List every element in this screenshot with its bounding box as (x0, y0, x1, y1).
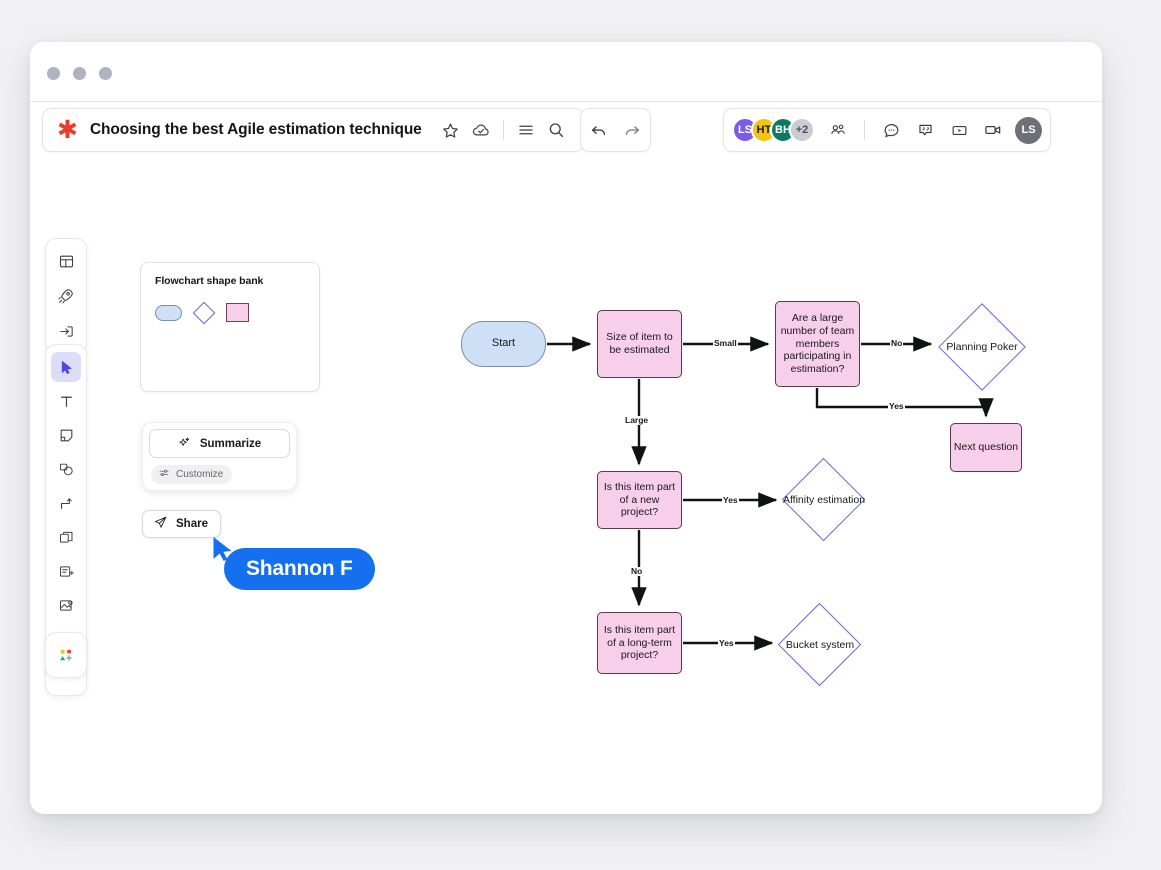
present-icon[interactable] (944, 115, 974, 145)
apps-widgets-icon[interactable] (51, 640, 81, 670)
cloud-check-icon[interactable] (466, 115, 496, 145)
flow-node-start[interactable]: Start (461, 321, 546, 367)
templates-icon[interactable] (51, 246, 81, 276)
avatar-overflow-count[interactable]: +2 (789, 117, 815, 143)
redo-icon[interactable] (618, 115, 648, 145)
undo-icon[interactable] (583, 115, 613, 145)
node-label: Bucket system (785, 638, 855, 651)
toolbar-group-top (45, 238, 87, 354)
node-label: Affinity estimation (782, 493, 866, 506)
current-user-avatar[interactable]: LS (1015, 116, 1042, 144)
flowchart-shape-bank[interactable]: Flowchart shape bank (140, 262, 320, 392)
flow-node-size[interactable]: Size of item to be estimated (597, 310, 682, 378)
customize-label: Customize (176, 469, 224, 480)
flow-node-planning-poker[interactable]: Planning Poker (938, 303, 1026, 391)
ai-actions-card: Summarize Customize (142, 422, 297, 491)
toolbar-divider (502, 120, 504, 140)
window-controls[interactable] (47, 67, 112, 80)
node-label: Is this item part of a long-term project… (603, 623, 676, 662)
search-icon[interactable] (541, 115, 571, 145)
summarize-button[interactable]: Summarize (149, 429, 290, 458)
share-button[interactable]: Share (142, 510, 221, 538)
cursor-select-icon[interactable] (51, 352, 81, 382)
video-camera-icon[interactable] (978, 115, 1008, 145)
collaboration-toolbar: LS HT BH +2 (723, 108, 1051, 152)
edge-label-small: Small (713, 338, 738, 348)
avatar-stack[interactable]: LS HT BH +2 (732, 117, 815, 143)
flow-node-team[interactable]: Are a large number of team members parti… (775, 301, 860, 387)
customize-button[interactable]: Customize (151, 465, 233, 484)
star-icon[interactable] (436, 115, 466, 145)
toolbar-group-apps (45, 632, 87, 678)
flow-node-long-term-project[interactable]: Is this item part of a long-term project… (597, 612, 682, 674)
node-label: Are a large number of team members parti… (780, 312, 855, 376)
sliders-icon (158, 467, 170, 482)
edge-label-no-2: No (630, 566, 644, 576)
collab-cursor-label: Shannon F (224, 548, 375, 590)
minimize-button[interactable] (73, 67, 86, 80)
edge-label-yes-3: Yes (718, 638, 735, 648)
node-label: Planning Poker (946, 340, 1018, 353)
people-group-icon[interactable] (823, 115, 853, 145)
flow-node-bucket-system[interactable]: Bucket system (777, 602, 862, 687)
node-label: Next question (953, 441, 1019, 454)
flow-node-new-project[interactable]: Is this item part of a new project? (597, 471, 682, 529)
reactions-icon[interactable] (910, 115, 940, 145)
edge-label-yes-2: Yes (722, 495, 739, 505)
import-icon[interactable] (51, 316, 81, 346)
shape-bank-shapes (155, 301, 305, 324)
shapes-icon[interactable] (51, 454, 81, 484)
document-toolbar: ✱ Choosing the best Agile estimation tec… (42, 108, 584, 152)
paper-plane-icon (153, 515, 168, 533)
share-label: Share (176, 518, 208, 530)
flow-node-next-question[interactable]: Next question (950, 423, 1022, 472)
sticky-note-icon[interactable] (51, 420, 81, 450)
toolbar-divider (864, 120, 865, 140)
node-label: Size of item to be estimated (606, 331, 673, 356)
edge-label-no-1: No (890, 338, 904, 348)
history-toolbar (580, 108, 651, 152)
summarize-label: Summarize (199, 437, 262, 450)
collab-cursor-pointer-icon (205, 532, 239, 571)
ai-sparkle-icon (178, 436, 191, 452)
node-label: Is this item part of a new project? (603, 480, 676, 519)
shape-bank-title: Flowchart shape bank (155, 275, 264, 287)
flow-node-affinity-estimation[interactable]: Affinity estimation (781, 457, 866, 542)
image-upload-icon[interactable] (51, 590, 81, 620)
menu-icon[interactable] (511, 115, 541, 145)
window-titlebar (30, 42, 1102, 102)
rounded-pill-shape[interactable] (155, 304, 182, 321)
close-button[interactable] (47, 67, 60, 80)
edge-label-large: Large (624, 415, 650, 425)
frame-icon[interactable] (51, 522, 81, 552)
asterisk-logo-icon[interactable]: ✱ (57, 114, 78, 144)
rectangle-shape[interactable] (226, 303, 249, 322)
page-title[interactable]: Choosing the best Agile estimation techn… (89, 121, 422, 138)
text-icon[interactable] (51, 386, 81, 416)
node-label: Start (491, 337, 516, 350)
rocket-icon[interactable] (51, 281, 81, 311)
edge-label-yes-1: Yes (888, 401, 905, 411)
maximize-button[interactable] (99, 67, 112, 80)
card-icon[interactable] (51, 556, 81, 586)
connector-icon[interactable] (51, 488, 81, 518)
chat-bubble-icon[interactable] (876, 115, 906, 145)
